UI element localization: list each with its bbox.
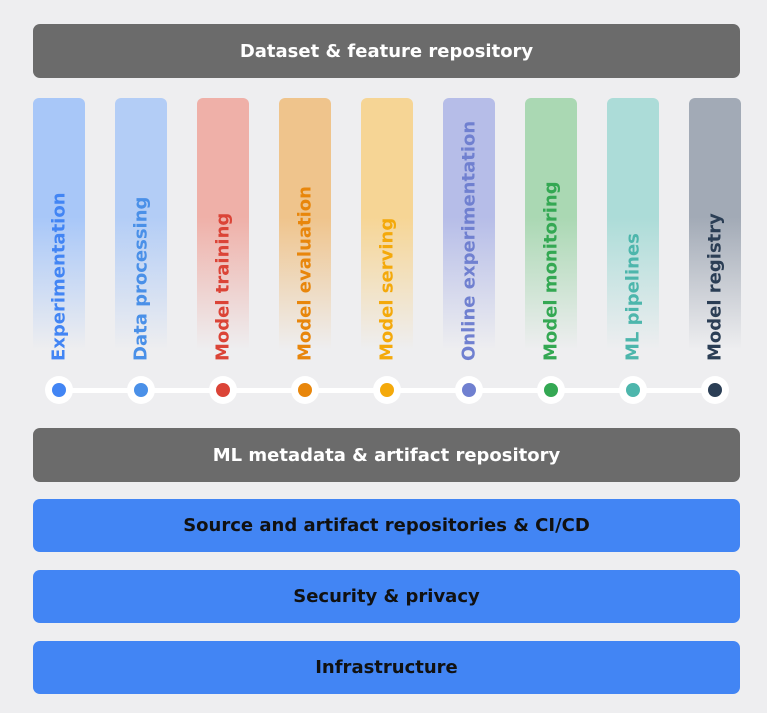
- stage-node-dot: [544, 383, 558, 397]
- stage-label: Model evaluation: [294, 186, 316, 361]
- stage-node-dot: [380, 383, 394, 397]
- source-artifact-repositories-cicd-label: Source and artifact repositories & CI/CD: [183, 515, 590, 536]
- stage-label: Model training: [212, 212, 234, 361]
- stage-label: ML pipelines: [622, 233, 644, 361]
- stage-column: Model monitoring: [525, 98, 577, 363]
- stage-node-dot: [626, 383, 640, 397]
- stage-node-dot: [298, 383, 312, 397]
- stage-column: Experimentation: [33, 98, 85, 363]
- stage-node: [373, 376, 401, 404]
- stage-column: Online experimentation: [443, 98, 495, 363]
- stage-node: [619, 376, 647, 404]
- stage-node-dot: [708, 383, 722, 397]
- security-privacy-label: Security & privacy: [293, 586, 480, 607]
- stage-node: [537, 376, 565, 404]
- stage-column: Model serving: [361, 98, 413, 363]
- stage-node: [209, 376, 237, 404]
- dataset-feature-repository-label: Dataset & feature repository: [239, 40, 534, 62]
- stage-node: [127, 376, 155, 404]
- stage-column: Model registry: [689, 98, 741, 363]
- stage-node: [455, 376, 483, 404]
- stage-label: Model registry: [704, 213, 726, 361]
- source-artifact-repositories-cicd-bar: Source and artifact repositories & CI/CD: [33, 499, 740, 552]
- security-privacy-bar: Security & privacy: [33, 570, 740, 623]
- stage-label: Online experimentation: [458, 120, 480, 361]
- stage-node: [291, 376, 319, 404]
- stage-column: Model training: [197, 98, 249, 363]
- stage-label: Data processing: [130, 196, 152, 361]
- stage-node-dot: [134, 383, 148, 397]
- stage-node-dot: [462, 383, 476, 397]
- infrastructure-bar: Infrastructure: [33, 641, 740, 694]
- stage-node: [45, 376, 73, 404]
- stage-node-dot: [216, 383, 230, 397]
- ml-metadata-artifact-repository-bar: ML metadata & artifact repository: [33, 428, 740, 482]
- stage-column: Data processing: [115, 98, 167, 363]
- stage-node: [701, 376, 729, 404]
- stage-label: Experimentation: [48, 192, 70, 361]
- infrastructure-label: Infrastructure: [315, 657, 458, 678]
- ml-metadata-artifact-repository-label: ML metadata & artifact repository: [212, 444, 561, 466]
- stage-label: Model monitoring: [540, 181, 562, 361]
- stage-node-dot: [52, 383, 66, 397]
- dataset-feature-repository-bar: Dataset & feature repository: [33, 24, 740, 78]
- stage-label: Model serving: [376, 217, 398, 361]
- stage-column: Model evaluation: [279, 98, 331, 363]
- stage-column: ML pipelines: [607, 98, 659, 363]
